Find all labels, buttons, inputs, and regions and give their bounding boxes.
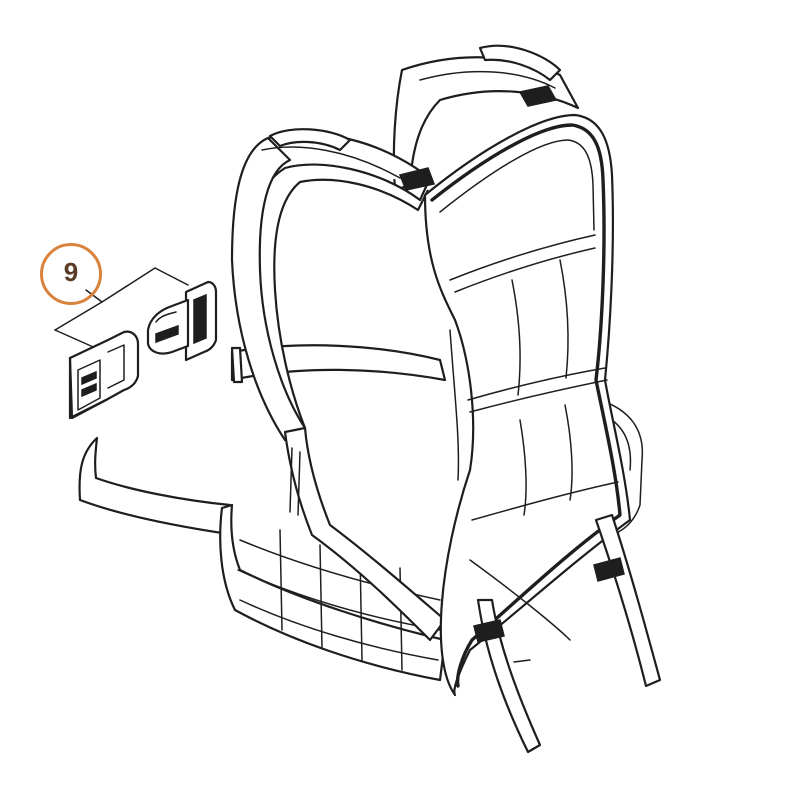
buckle-female: [68, 330, 140, 420]
rear-strap-tab: [478, 44, 562, 82]
front-strap-end: [230, 346, 244, 384]
shoulder-strap-front: [230, 128, 447, 642]
buckle-male: [146, 280, 218, 362]
callout-circle-9: [40, 243, 102, 305]
lower-slider-right: [593, 557, 625, 582]
callout-number-9: 9: [63, 257, 79, 287]
lower-slider-center: [473, 619, 505, 643]
front-strap-tab: [268, 128, 352, 152]
back-panel: [423, 113, 632, 697]
front-strap-slider: [398, 167, 436, 191]
hip-belt-left-strap: [78, 436, 232, 535]
lower-strap-right: [594, 513, 662, 688]
hip-belt-pad: [219, 503, 447, 682]
rear-strap-slider: [518, 85, 558, 107]
lower-straps: [473, 513, 662, 754]
